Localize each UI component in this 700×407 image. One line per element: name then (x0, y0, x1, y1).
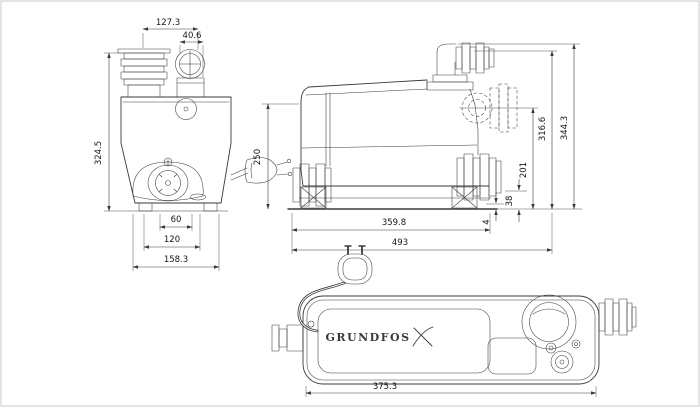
dim-side-overall-length: 493 (392, 238, 408, 248)
dim-front-height: 324.5 (94, 141, 104, 165)
front-view: 127.3 40.6 324.5 60 120 158.3 (94, 18, 293, 271)
logo-x-mark-2 (413, 327, 433, 347)
dim-side-low-inlet-height: 38 (505, 196, 515, 207)
dim-front-top-width: 127.3 (156, 18, 180, 28)
dim-front-foot-inner: 60 (171, 215, 182, 225)
dim-front-base-width: 158.3 (164, 255, 188, 265)
side-view: 250 359.8 493 4 38 201 316.6 344.3 (253, 42, 583, 254)
side-discharge-elbow (426, 42, 495, 91)
side-base-frame (287, 186, 583, 210)
side-right-coupling (456, 153, 502, 201)
top-dimensions: 375.3 (305, 382, 597, 397)
side-left-coupling (292, 163, 332, 207)
dim-side-overall-height: 344.3 (560, 116, 570, 140)
side-tank (300, 79, 490, 187)
top-view: GRUNDFOS 375.3 (271, 245, 637, 397)
top-left-coupling (271, 324, 304, 352)
front-left-coupling (117, 48, 171, 98)
dim-front-foot-outer: 120 (164, 235, 180, 245)
top-plug (337, 245, 373, 285)
front-dimensions: 127.3 40.6 324.5 60 120 158.3 (94, 18, 220, 271)
dim-side-inlet-height: 250 (253, 149, 263, 165)
front-round-inlet (175, 49, 205, 98)
front-power-plug (230, 157, 293, 184)
side-dimensions: 250 359.8 493 4 38 201 316.6 344.3 (253, 43, 580, 254)
dim-side-base-clearance: 4 (482, 219, 492, 224)
side-hidden-inlet (459, 83, 539, 133)
dim-side-discharge-height: 316.6 (538, 117, 548, 141)
top-right-coupling (598, 298, 637, 336)
top-power-cord (297, 245, 373, 333)
logo-x-mark (412, 326, 434, 347)
top-body (302, 294, 600, 385)
grundfos-logo-text: GRUNDFOS (325, 331, 410, 344)
top-logo: GRUNDFOS (325, 326, 434, 347)
dim-front-outlet-offset: 40.6 (183, 31, 202, 41)
dim-side-inlet2-height: 201 (519, 162, 529, 178)
dim-top-body-length: 375.3 (373, 382, 397, 392)
dim-side-tank-length: 359.8 (382, 218, 406, 228)
front-body (120, 96, 232, 212)
